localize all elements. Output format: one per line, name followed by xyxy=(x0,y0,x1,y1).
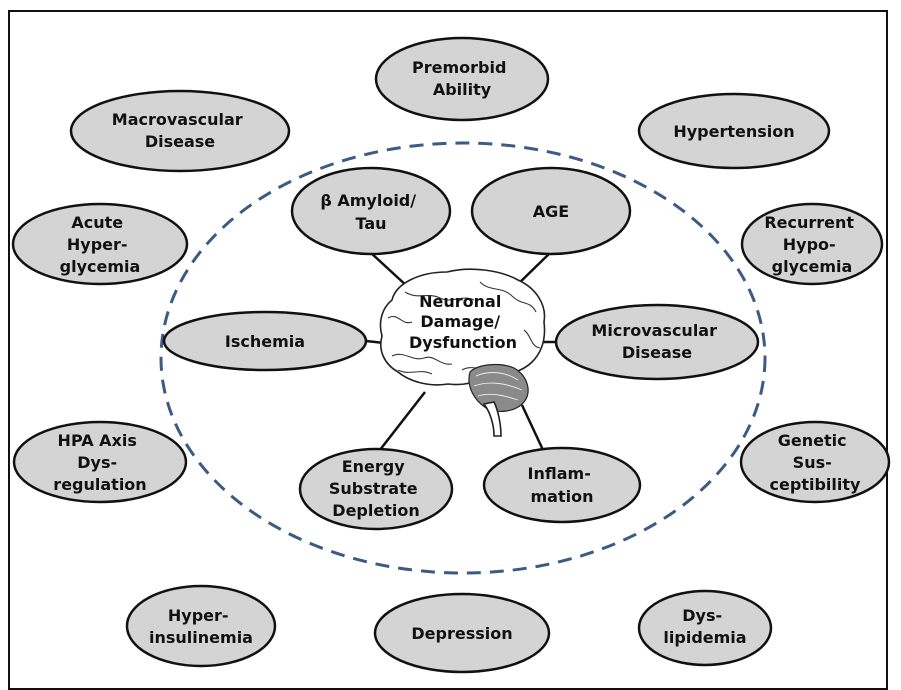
svg-text:Hyper- insulinemia: Hyper- insulinemia xyxy=(149,606,253,647)
node-label-line: glycemia xyxy=(772,257,853,276)
node-label-line: AGE xyxy=(533,202,569,221)
center-label-line-3: Dysfunction xyxy=(409,333,517,352)
svg-text:AGE: AGE xyxy=(533,202,569,221)
svg-text:β Amyloid/ Tau: β Amyloid/ Tau xyxy=(320,191,421,233)
outer-node-recurrent-hypoglycemia: Recurrent Hypo- glycemia xyxy=(740,202,884,286)
brain-illustration xyxy=(379,268,546,437)
node-label-line: Dys- xyxy=(682,606,722,625)
connector-lines xyxy=(365,251,556,456)
svg-text:Ischemia: Ischemia xyxy=(225,332,305,351)
node-label-line: Sus- xyxy=(793,453,832,472)
node-label-line: mation xyxy=(531,487,594,506)
node-label-line: Microvascular xyxy=(591,321,717,340)
node-label-line: Disease xyxy=(622,343,692,362)
inner-node-microvascular: Microvascular Disease xyxy=(554,303,760,381)
connector-energy xyxy=(375,391,426,456)
inner-node-age: AGE xyxy=(470,166,632,256)
inner-boundary-dashed-ellipse xyxy=(159,141,767,575)
svg-text:Dys- lipidemia: Dys- lipidemia xyxy=(663,606,746,647)
node-label-line: Hypo- xyxy=(783,235,836,254)
outer-node-genetic: Genetic Sus- ceptibility xyxy=(739,420,891,504)
svg-text:Genetic Sus- cepti: Genetic Sus- ceptibility xyxy=(770,431,861,494)
node-label-line: Premorbid xyxy=(412,58,506,77)
center-label-line-1: Neuronal xyxy=(419,292,501,311)
svg-text:Recurrent Hypo- gl: Recurrent Hypo- glycemia xyxy=(764,213,859,276)
svg-text:Hypertension: Hypertension xyxy=(673,122,794,141)
node-label-line: β Amyloid/ xyxy=(320,191,416,210)
svg-text:Premorbid Ability: Premorbid Ability xyxy=(412,58,512,99)
node-label-line: Genetic xyxy=(778,431,847,450)
node-label-line: Inflam- xyxy=(528,464,591,483)
svg-text:Inflam- mation: Inflam- mation xyxy=(528,464,597,506)
svg-text:Acute Hyper- glyce: Acute Hyper- glycemia xyxy=(60,213,141,276)
node-label-line: HPA Axis xyxy=(58,431,137,450)
center-label-line-2: Damage/ xyxy=(420,312,500,331)
center-label: Neuronal Damage/ Dysfunction xyxy=(409,292,517,352)
node-label-line: ceptibility xyxy=(770,475,861,494)
outer-node-hyperinsulinemia: Hyper- insulinemia xyxy=(125,584,277,668)
node-label-line: regulation xyxy=(53,475,146,494)
outer-node-acute-hyperglycemia: Acute Hyper- glycemia xyxy=(11,202,189,286)
node-label-line: Macrovascular xyxy=(112,110,243,129)
node-label-line: Depletion xyxy=(332,501,419,520)
node-label-line: Hypertension xyxy=(673,122,794,141)
inner-node-inflammation: Inflam- mation xyxy=(482,446,642,524)
node-label-line: Disease xyxy=(145,132,215,151)
inner-node-energy: Energy Substrate Depletion xyxy=(298,447,454,531)
node-label-line: Ischemia xyxy=(225,332,305,351)
inner-node-amyloid: β Amyloid/ Tau xyxy=(290,166,452,256)
outer-node-premorbid: Premorbid Ability xyxy=(374,36,550,122)
outer-node-depression: Depression xyxy=(373,592,551,674)
node-label-line: Tau xyxy=(355,214,386,233)
outer-node-dyslipidemia: Dys- lipidemia xyxy=(637,589,773,667)
node-label-line: Energy xyxy=(342,457,406,476)
outer-node-hpa-axis: HPA Axis Dys- regulation xyxy=(12,420,188,504)
node-label-line: Substrate xyxy=(329,479,418,498)
node-label-line: Recurrent xyxy=(764,213,854,232)
node-label-line: insulinemia xyxy=(149,628,253,647)
node-label-line: Depression xyxy=(411,624,512,643)
node-label-line: Acute xyxy=(71,213,123,232)
outer-node-macrovascular: Macrovascular Disease xyxy=(69,89,291,173)
svg-text:Depression: Depression xyxy=(411,624,512,643)
node-label-line: lipidemia xyxy=(663,628,746,647)
outer-node-hypertension: Hypertension xyxy=(637,92,831,170)
svg-text:Macrovascular Disease: Macrovascular Disease xyxy=(112,110,248,151)
inner-node-ischemia: Ischemia xyxy=(162,310,368,372)
svg-text:Microvascular Disease: Microvascular Disease xyxy=(591,321,722,362)
node-label-line: Ability xyxy=(433,80,492,99)
connector-inflammation xyxy=(520,404,545,451)
node-label-line: glycemia xyxy=(60,257,141,276)
node-label-line: Hyper- xyxy=(67,235,128,254)
svg-text:Energy Substrate D: Energy Substrate Depletion xyxy=(329,457,423,520)
svg-text:HPA Axis Dys- regu: HPA Axis Dys- regulation xyxy=(53,431,146,494)
node-label-line: Dys- xyxy=(77,453,117,472)
node-label-line: Hyper- xyxy=(168,606,229,625)
connector-amyloid xyxy=(370,252,409,288)
